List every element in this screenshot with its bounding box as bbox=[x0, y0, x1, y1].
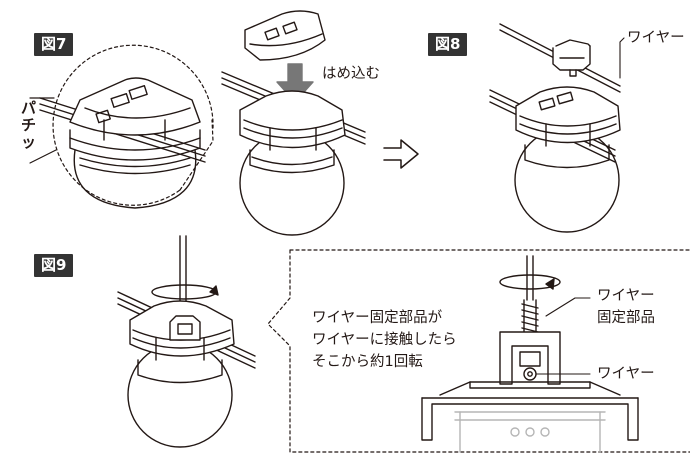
figure-9-illustration bbox=[117, 235, 256, 448]
figure-7-press-in-illustration bbox=[221, 10, 366, 236]
callout-fixing-part-line-1: ワイヤー bbox=[597, 288, 655, 304]
callout-wire-label: ワイヤー bbox=[597, 366, 655, 382]
figure-9-detail-illustration bbox=[421, 255, 639, 453]
instruction-line-2: ワイヤーに接触したら bbox=[312, 332, 457, 348]
figure-8-label: 図8 bbox=[428, 33, 468, 56]
figure-7-zoom-illustration bbox=[29, 44, 214, 209]
detail-callout-box bbox=[267, 249, 690, 453]
instruction-line-1: ワイヤー固定部品が bbox=[312, 310, 443, 326]
instruction-line-3: そこから約1回転 bbox=[312, 354, 423, 370]
callout-fixing-part-line-2: 固定部品 bbox=[597, 310, 655, 326]
figure-9-label: 図9 bbox=[34, 254, 74, 277]
figure-8-illustration bbox=[489, 23, 625, 233]
snap-sound-label: パチッ bbox=[21, 99, 37, 151]
figure-7-label: 図7 bbox=[34, 33, 74, 56]
wire-label-fig8: ワイヤー bbox=[627, 30, 685, 46]
press-in-label: はめ込む bbox=[322, 66, 380, 82]
hollow-right-arrow-icon bbox=[383, 139, 419, 169]
